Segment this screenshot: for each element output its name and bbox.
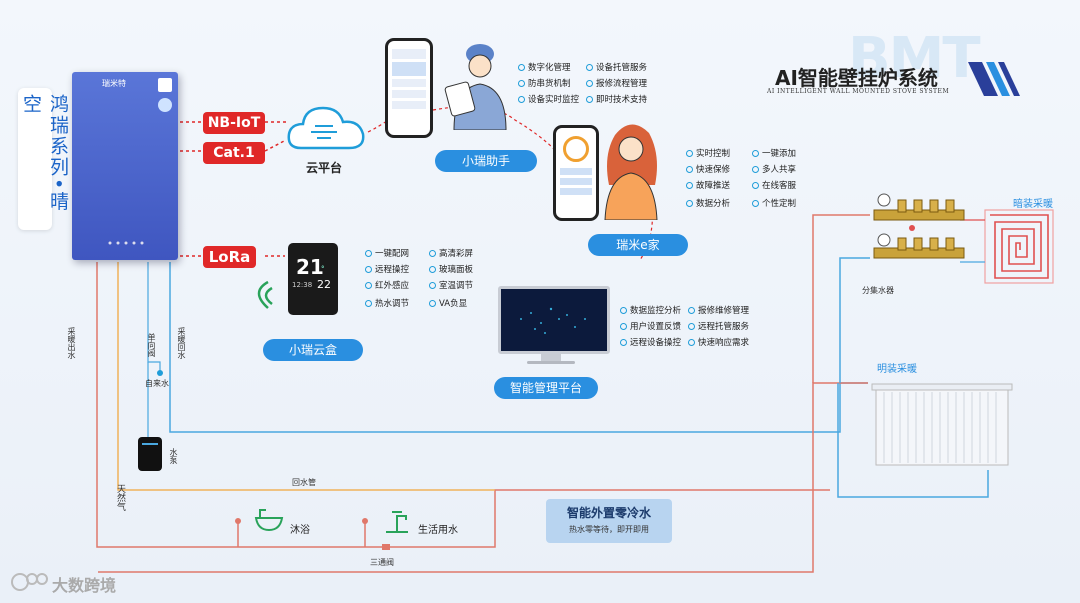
mgmt-platform-label: 智能管理平台 <box>494 377 598 399</box>
page-subtitle: AI INTELLIGENT WALL MOUNTED STOVE SYSTEM <box>767 88 950 95</box>
assistant-label: 小瑞助手 <box>435 150 537 172</box>
page-title: AI智能壁挂炉系统 <box>775 66 938 90</box>
home-app-phone <box>553 125 599 221</box>
radiator-icon <box>871 383 1013 466</box>
cloud-box-features: 一键配网 高清彩屏 远程操控 玻璃面板 红外感应 室温调节 热水调节 VA负显 <box>365 246 505 312</box>
wall-boiler: 瑞米特 <box>72 72 178 260</box>
cat1-tag: Cat.1 <box>203 142 265 164</box>
pump-icon <box>138 437 162 471</box>
watermark-logo-icon <box>11 573 48 591</box>
floor-heating-label: 暗装采暖 <box>1013 199 1053 210</box>
zero-cold-subtitle: 热水零等待，即开即用 <box>569 525 649 534</box>
return-pipe-label: 回水管 <box>292 478 316 487</box>
boiler-controls <box>106 232 146 245</box>
pump-label: 水泵 <box>169 448 178 464</box>
supply-pipe <box>96 262 830 548</box>
cloud-label: 云平台 <box>306 161 343 175</box>
manifold-label: 分集水器 <box>862 286 894 295</box>
home-app-label: 瑞米e家 <box>588 234 688 256</box>
radiator-label: 明装采暖 <box>877 364 917 375</box>
sensor-icon <box>158 98 172 112</box>
technician-figure <box>444 44 507 130</box>
user-figure <box>604 124 658 220</box>
check-valve-label: 单向阀 <box>147 333 156 357</box>
series-title: 鸿瑞系列•晴空 <box>18 88 69 230</box>
mgmt-platform-features: 数据监控分析 报修维修管理 用户设置反馈 远程托管服务 远程设备操控 快速响应需… <box>620 303 790 353</box>
gas-label: 天然气 <box>115 484 125 511</box>
home-app-features: 实时控制 一键添加 快速保修 多人共享 故障推送 在线客服 数据分析 个性定制 <box>686 146 836 212</box>
nbiot-tag: NB-IoT <box>203 112 265 134</box>
gas-return-pipe <box>117 262 495 491</box>
manifold-icon <box>873 193 965 259</box>
lora-tag: LoRa <box>203 246 256 268</box>
supply-out-label: 采暖出水 <box>67 327 76 359</box>
cloud-icon <box>287 106 365 150</box>
boiler-brand: 瑞米特 <box>102 79 126 88</box>
floor-heating-coil <box>990 214 1049 279</box>
zero-cold-box: 智能外置零冷水 热水零等待，即开即用 <box>546 499 672 543</box>
faucet-icon <box>386 511 408 533</box>
bathtub-icon <box>254 509 284 532</box>
cloud-box-device: 21 ° 12:38 22 <box>288 243 338 315</box>
zero-cold-title: 智能外置零冷水 <box>566 506 651 520</box>
tap-water-label: 自来水 <box>145 379 169 388</box>
three-way-valve-label: 三通阀 <box>370 558 394 567</box>
supply-return-label: 采暖回水 <box>177 327 186 359</box>
shower-label: 沐浴 <box>290 525 310 536</box>
domestic-water-label: 生活用水 <box>418 525 458 536</box>
assistant-features: 数字化管理 设备托管服务 防串货机制 报修流程管理 设备实时监控 即时技术支持 <box>518 60 678 110</box>
qr-icon <box>158 78 172 92</box>
brand-watermark-letters: BMT <box>848 26 981 91</box>
watermark-text: 大数跨境 <box>52 576 117 595</box>
wireless-signal-icon <box>257 280 273 309</box>
assistant-phone <box>385 38 433 138</box>
mgmt-monitor <box>498 286 610 354</box>
cloud-box-label: 小瑞云盒 <box>263 339 363 361</box>
title-stripes <box>968 62 1020 96</box>
